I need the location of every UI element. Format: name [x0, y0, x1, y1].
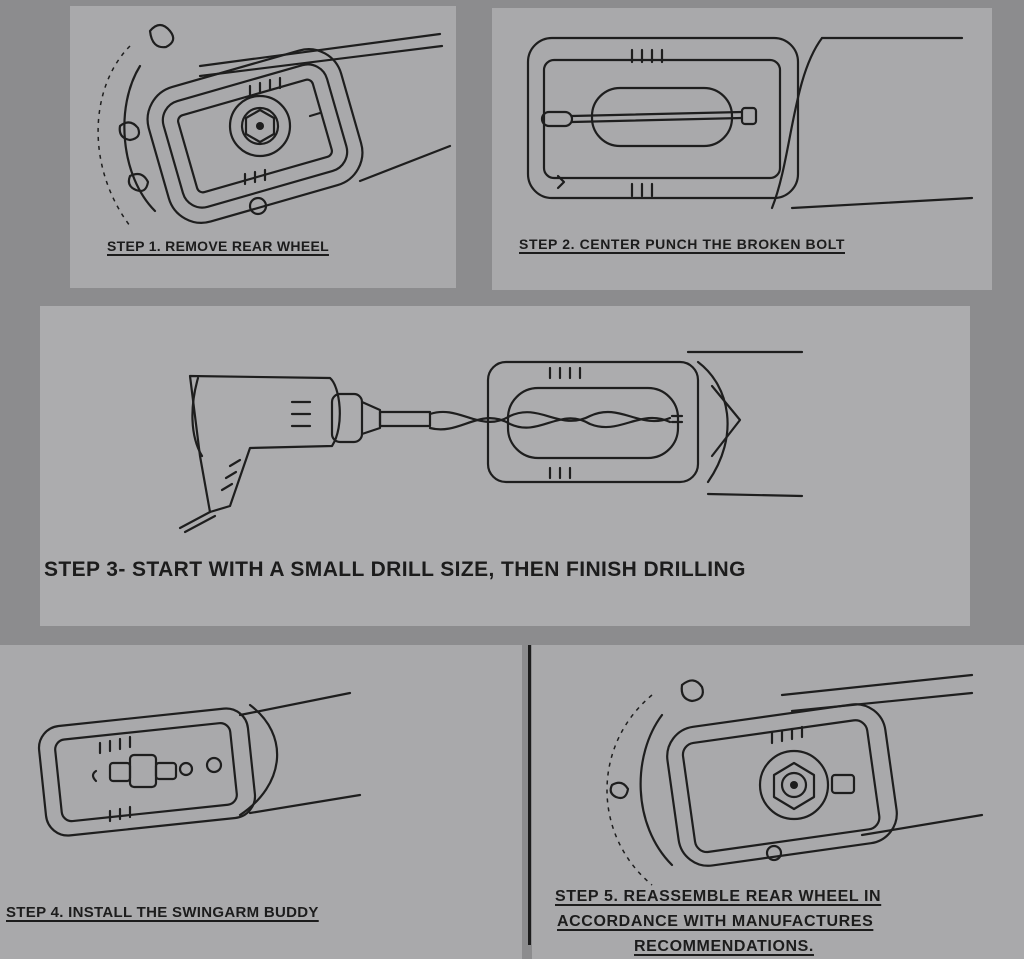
step3-caption: STEP 3- START WITH A SMALL DRILL SIZE, T… [44, 558, 746, 581]
center-punch-illustration [526, 36, 974, 210]
reassembled-wheel-illustration [606, 673, 984, 886]
step1-caption: STEP 1. REMOVE REAR WHEEL [107, 238, 329, 254]
step5-caption-line3: RECOMMENDATIONS. [634, 938, 814, 955]
step1-panel [70, 6, 456, 288]
step5-caption-line2: ACCORDANCE WITH MANUFACTURES [557, 913, 874, 930]
step2-caption: STEP 2. CENTER PUNCH THE BROKEN BOLT [519, 236, 845, 252]
step5-caption-line1: STEP 5. REASSEMBLE REAR WHEEL IN [555, 888, 882, 905]
step4-caption: STEP 4. INSTALL THE SWINGARM BUDDY [6, 904, 319, 921]
step5-panel [532, 645, 1024, 959]
step2-panel [492, 8, 992, 290]
step3-panel [40, 306, 970, 626]
drill-illustration [178, 350, 804, 534]
swingarm-axle-wheel-illustration [97, 23, 452, 227]
step4-panel [0, 645, 522, 959]
swingarm-buddy-illustration [37, 691, 362, 837]
panel-divider [528, 645, 531, 945]
